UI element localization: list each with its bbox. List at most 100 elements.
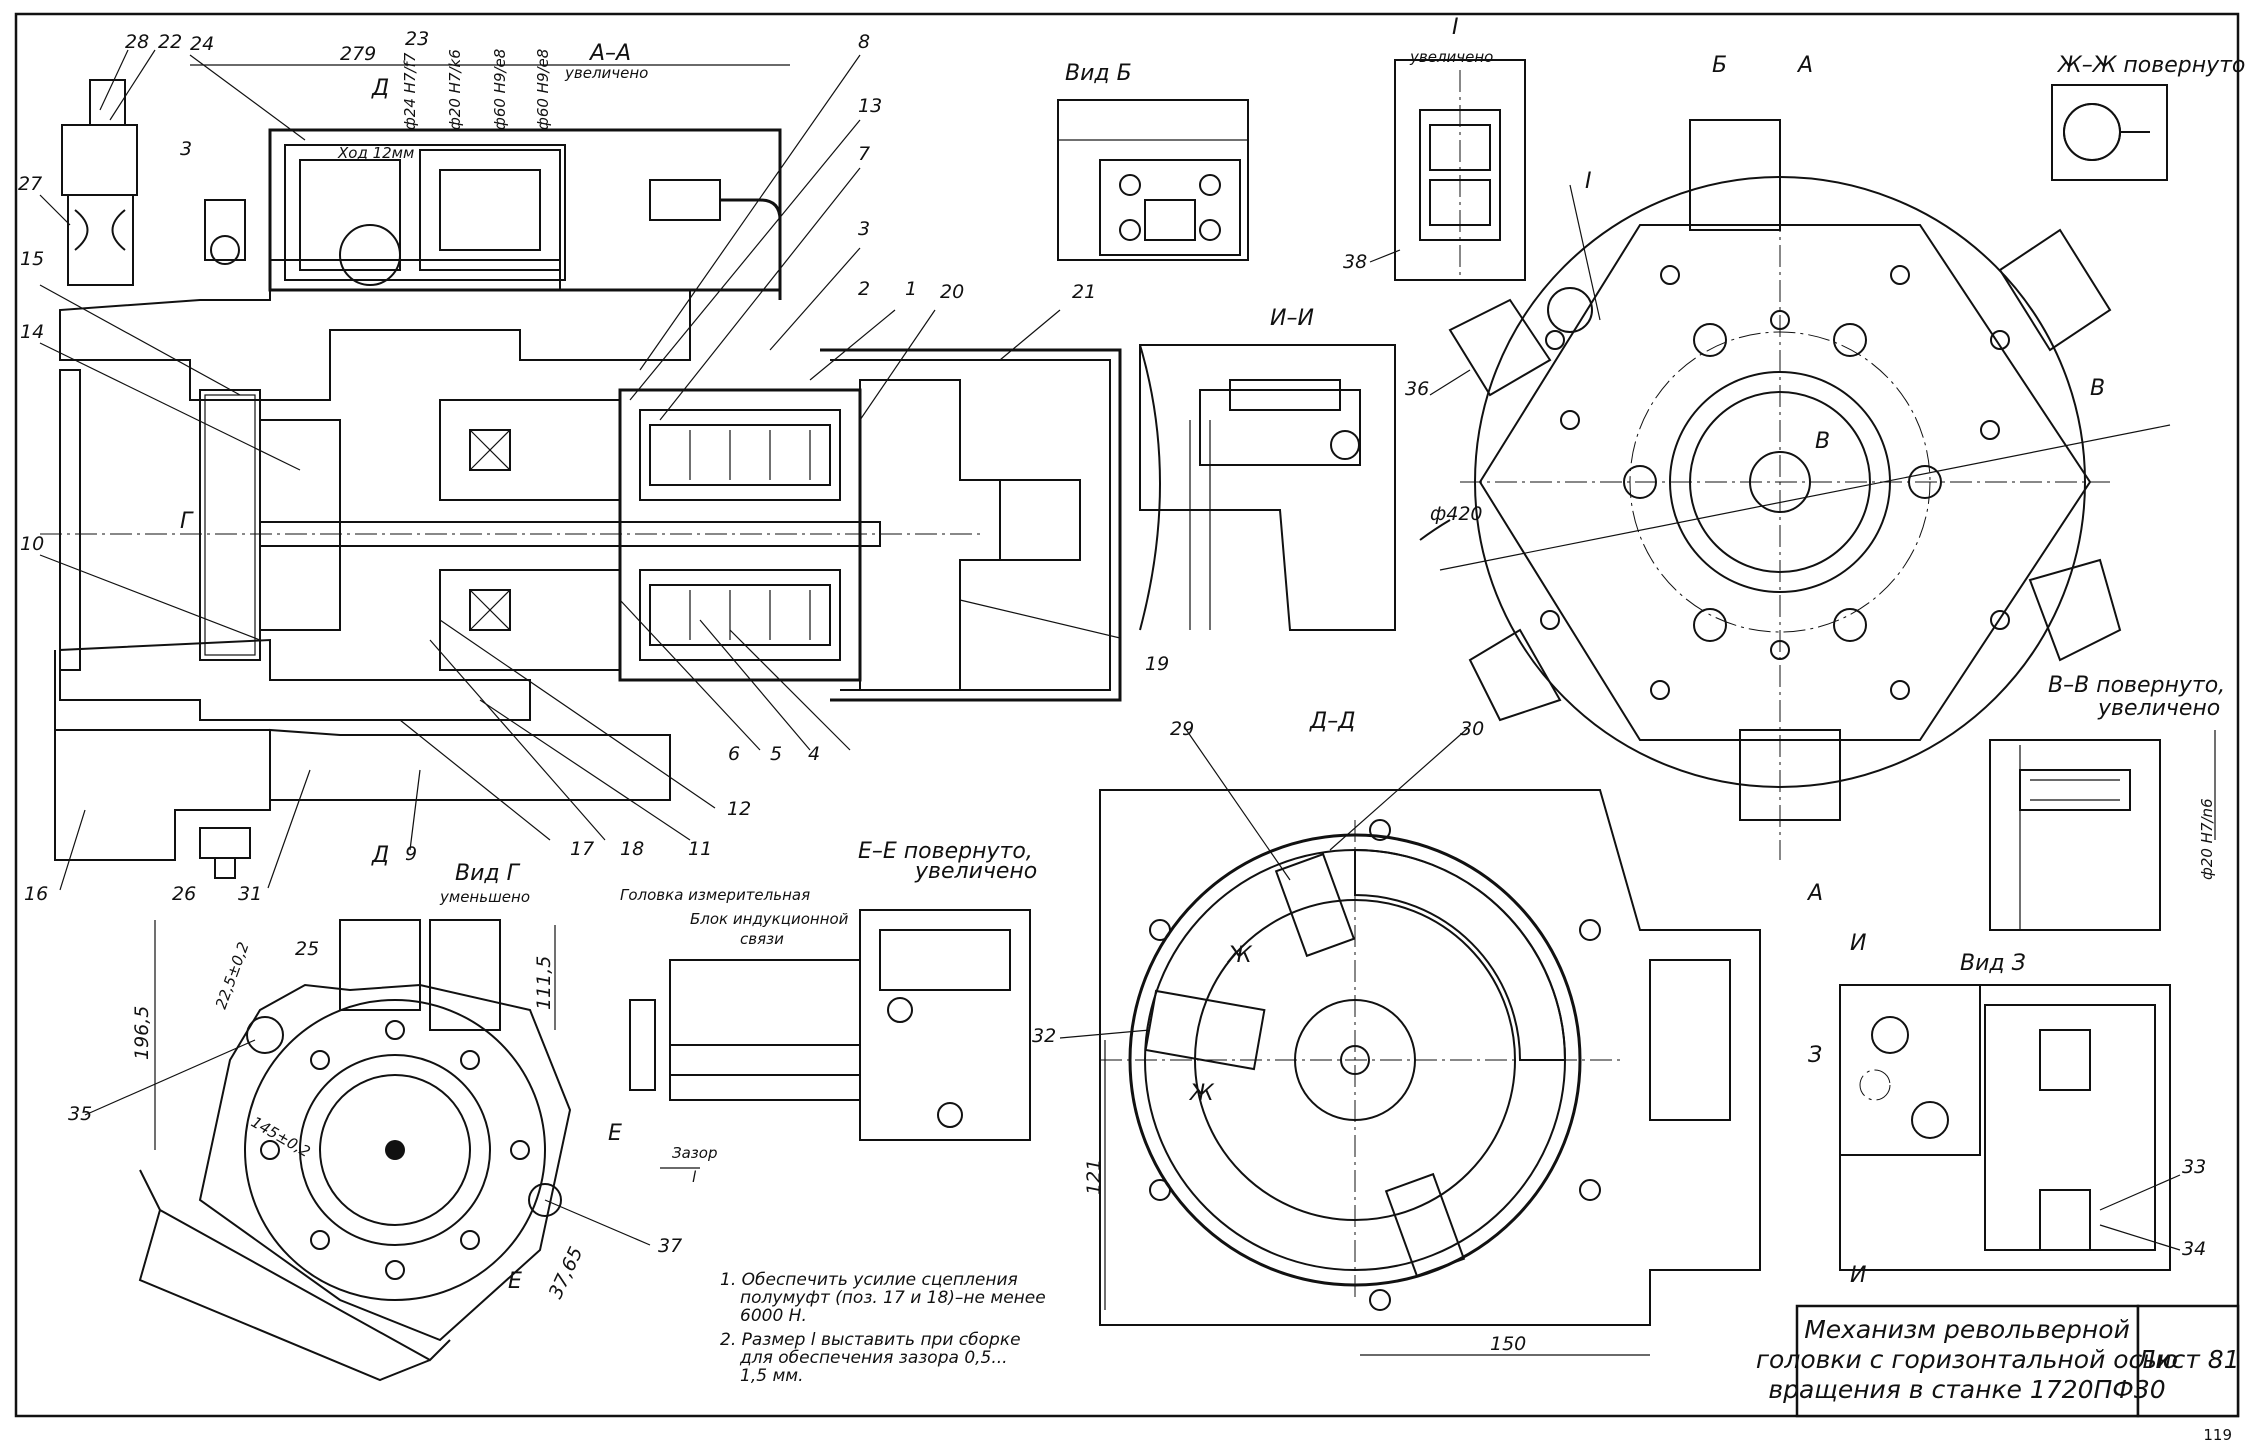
section-letters: Д Д Г Б А А В В I Ж Ж И И З Е Е: [180, 53, 2105, 1294]
section-vv: [1989, 739, 2161, 931]
stroke-label: Ход 12мм: [337, 144, 414, 162]
title-block-text: Механизм револьверной головки с горизонт…: [1756, 1315, 2240, 1404]
section-ii-title: И–И: [1270, 306, 1314, 331]
callout-37: 37: [658, 1235, 682, 1257]
letter-i-bottom: И: [1850, 1263, 1866, 1288]
view-titles: А–А увеличено Вид Б I увеличено Ж–Ж пове…: [337, 15, 2245, 1186]
dim-196: 196,5: [131, 1006, 153, 1060]
dim-phi20b: ф20 H7/n6: [2198, 798, 2216, 880]
letter-b: Б: [1712, 53, 1727, 78]
letter-roman-i: I: [1585, 169, 1592, 194]
section-zh-title: Ж–Ж повернуто: [2056, 53, 2245, 78]
callout-8: 8: [858, 31, 870, 53]
callout-5: 5: [770, 743, 782, 765]
letter-v-2: В: [1815, 429, 1830, 454]
callout-3: 3: [858, 218, 870, 240]
letter-e-2: Е: [508, 1269, 522, 1294]
callout-numbers: 1 2 3 4 5 6 7 8 9 10 11 12 13 14 15 16 1…: [18, 28, 2206, 1260]
view-b: [1057, 99, 1249, 261]
callout-21: 21: [1072, 281, 1096, 303]
title-line-2: головки с горизонтальной осью: [1756, 1345, 2178, 1374]
section-zh: [2051, 84, 2168, 181]
callout-26: 26: [172, 883, 196, 905]
callout-28: 28: [125, 31, 149, 53]
callout-7: 7: [858, 143, 870, 165]
leader-lines: [39, 49, 2181, 1251]
letter-d-top: Д: [371, 76, 389, 101]
note-1-line-2: полумуфт (поз. 17 и 18)–не менее: [740, 1288, 1046, 1308]
callout-18: 18: [620, 838, 644, 860]
callout-29: 29: [1170, 718, 1194, 740]
view-z-title: Вид З: [1960, 951, 2026, 976]
section-vv-subtitle: увеличено: [2097, 696, 2220, 721]
view-g-subtitle: уменьшено: [439, 888, 530, 906]
view-z: [1839, 984, 2171, 1271]
callout-11: 11: [688, 838, 712, 860]
callout-23: 23: [405, 28, 429, 50]
sheet-number: Лист 81: [2135, 1345, 2239, 1374]
callout-33: 33: [2182, 1156, 2206, 1178]
dim-279: 279: [340, 43, 376, 65]
letter-g: Г: [180, 509, 194, 534]
callout-16: 16: [24, 883, 48, 905]
section-dd-title: Д–Д: [1309, 709, 1355, 734]
callout-32: 32: [1032, 1025, 1056, 1047]
notes: 1. Обеспечить усилие сцепления полумуфт …: [720, 1270, 1046, 1386]
gap-label: Зазор: [672, 1144, 717, 1162]
gap-l-label: l: [692, 1168, 697, 1186]
dim-phi24: ф24 H7/f7: [401, 52, 419, 130]
title-block: [1795, 1304, 2240, 1418]
letter-zh-1: Ж: [1226, 943, 1253, 968]
letter-zh-2: Ж: [1188, 1081, 1215, 1106]
view-g-title: Вид Г: [455, 861, 521, 886]
dim-phi60b: ф60 H9/e8: [534, 49, 552, 130]
callout-27: 27: [18, 173, 42, 195]
callout-30: 30: [1460, 718, 1484, 740]
title-line-1: Механизм револьверной: [1804, 1315, 2130, 1344]
section-aa-title: А–А: [588, 41, 631, 66]
callout-14: 14: [20, 321, 44, 343]
main-section-view: [40, 79, 1122, 879]
callout-36: 36: [1405, 378, 1429, 400]
view-b-title: Вид Б: [1065, 61, 1132, 86]
dim-145: 145±0,2: [248, 1113, 313, 1161]
induction-block-label-2: связи: [740, 930, 784, 948]
section-dd: [1099, 789, 1761, 1326]
note-2-line-2: для обеспечения зазора 0,5...: [739, 1348, 1008, 1368]
front-view-revolver-head: [1419, 119, 2171, 860]
note-2-line-3: 1,5 мм.: [740, 1366, 804, 1386]
measuring-head-label: Головка измерительная: [620, 886, 810, 904]
note-1-line-3: 6000 Н.: [740, 1306, 807, 1326]
dim-phi60a: ф60 H9/e8: [491, 49, 509, 130]
title-line-3: вращения в станке 1720ПФ30: [1768, 1375, 2165, 1404]
callout-19: 19: [1145, 653, 1169, 675]
callout-34: 34: [2182, 1238, 2206, 1260]
detail-i-subtitle: увеличено: [1409, 48, 1493, 66]
callout-31: 31: [238, 883, 262, 905]
callout-10: 10: [20, 533, 44, 555]
callout-25: 25: [295, 938, 319, 960]
view-g-holes: [260, 1020, 530, 1280]
detail-i: [1394, 59, 1526, 281]
section-ee: [629, 909, 1031, 1141]
callout-1: 1: [905, 278, 917, 300]
dim-37: 37,65: [545, 1244, 588, 1303]
note-2-line-1: 2. Размер l выставить при сборке: [720, 1330, 1021, 1350]
note-1-line-1: 1. Обеспечить усилие сцепления: [720, 1270, 1018, 1290]
callout-15: 15: [20, 248, 44, 270]
callout-2: 2: [858, 278, 870, 300]
dim-phi420: ф420: [1430, 503, 1483, 525]
callout-35: 35: [68, 1103, 92, 1125]
view-g: [138, 919, 572, 1382]
letter-z: З: [1808, 1043, 1822, 1068]
section-vv-title: В–В повернуто,: [2048, 673, 2225, 698]
letter-d-bottom: Д: [371, 843, 389, 868]
callout-9: 9: [405, 843, 417, 865]
callout-4: 4: [808, 743, 820, 765]
callout-6: 6: [728, 743, 740, 765]
induction-block-label: Блок индукционной: [690, 910, 849, 928]
section-ee-subtitle: увеличено: [914, 859, 1037, 884]
callout-12: 12: [727, 798, 751, 820]
dim-3: 3: [180, 138, 192, 160]
